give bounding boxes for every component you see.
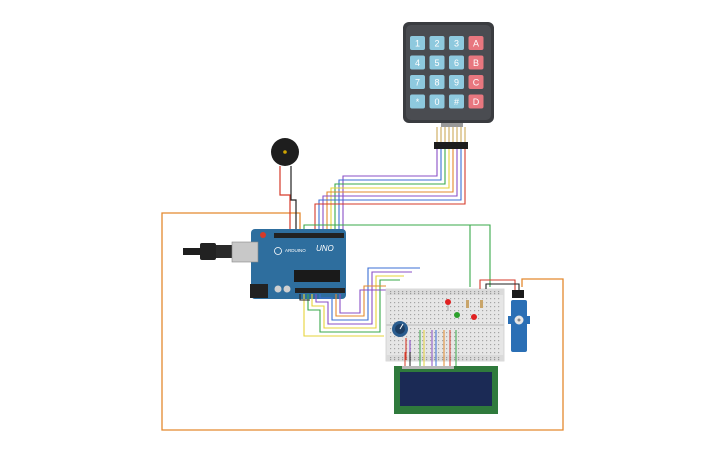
keypad-key[interactable]: B <box>468 55 484 70</box>
keypad-key[interactable]: 6 <box>449 55 464 70</box>
servo[interactable] <box>508 290 530 352</box>
keypad-key-label: B <box>473 58 479 68</box>
keypad-pins <box>436 127 466 142</box>
keypad-key-label: D <box>473 97 480 107</box>
keypad-key-label: 6 <box>454 58 459 68</box>
resistors <box>466 300 483 308</box>
keypad-key-label: 0 <box>434 97 439 107</box>
power-wires[interactable] <box>405 279 520 360</box>
keypad-key-label: 3 <box>454 39 459 49</box>
keypad-key-label: 8 <box>434 78 439 88</box>
model-label: UNO <box>316 244 334 253</box>
orange-wire-loop[interactable] <box>161 212 564 431</box>
keypad-key[interactable]: D <box>468 94 484 109</box>
infinity-logo-icon <box>274 247 282 255</box>
keypad-key-label: * <box>416 97 420 107</box>
keypad-key[interactable]: # <box>449 94 464 109</box>
keypad-key[interactable]: 8 <box>429 75 445 89</box>
capacitor-icon <box>283 285 291 293</box>
reset-button[interactable] <box>260 232 266 238</box>
keypad-key-label: C <box>473 78 480 88</box>
keypad-connector <box>434 142 468 149</box>
keypad-key-label: 2 <box>434 39 439 49</box>
green-wire[interactable] <box>303 224 491 287</box>
keypad-key[interactable]: A <box>468 36 484 50</box>
keypad-key[interactable]: 7 <box>410 75 425 89</box>
led-red-2[interactable] <box>471 314 477 320</box>
keypad-key-label: 7 <box>415 78 420 88</box>
analog-header <box>295 288 345 293</box>
keypad-key[interactable]: 4 <box>410 55 425 70</box>
lcd-display[interactable] <box>394 366 498 414</box>
arduino-breadboard-wires[interactable] <box>299 267 420 337</box>
led-green[interactable] <box>454 312 460 318</box>
keypad-key[interactable]: 9 <box>449 75 464 89</box>
keypad-key[interactable]: 5 <box>429 55 445 70</box>
keypad-key-label: # <box>454 97 459 107</box>
lcd-screen <box>400 372 492 406</box>
keypad-key-label: 1 <box>415 39 420 49</box>
keypad-key[interactable]: * <box>410 94 425 109</box>
keypad-wires[interactable] <box>314 148 466 232</box>
brand-label: ARDUINO <box>285 248 306 253</box>
keypad-key-label: 5 <box>434 58 439 68</box>
lcd-pins <box>402 366 454 369</box>
keypad-key[interactable]: 3 <box>449 36 464 50</box>
led-red-1[interactable] <box>445 299 451 311</box>
keypad-key-label: 9 <box>454 78 459 88</box>
keypad-key-label: 4 <box>415 58 420 68</box>
power-jack <box>250 284 268 298</box>
lcd-wires[interactable] <box>404 330 457 368</box>
keypad[interactable]: 1 2 3 A 4 5 6 B 7 8 9 C * 0 # D <box>403 22 494 149</box>
arduino-board[interactable]: ARDUINO UNO <box>231 229 346 299</box>
servo-connector <box>512 290 524 298</box>
keypad-key[interactable]: 1 <box>410 36 425 50</box>
buzzer[interactable] <box>271 138 299 232</box>
usb-cable <box>183 243 234 260</box>
usb-port <box>231 241 259 263</box>
keypad-key-label: A <box>473 39 479 49</box>
digital-header <box>274 233 344 238</box>
keypad-key[interactable]: 2 <box>429 36 445 50</box>
capacitor-icon <box>274 285 282 293</box>
keypad-key[interactable]: 0 <box>429 94 445 109</box>
keypad-key[interactable]: C <box>468 75 484 89</box>
microcontroller-chip <box>294 270 340 282</box>
potentiometer[interactable] <box>392 321 408 337</box>
breadboard-holes <box>390 291 500 361</box>
